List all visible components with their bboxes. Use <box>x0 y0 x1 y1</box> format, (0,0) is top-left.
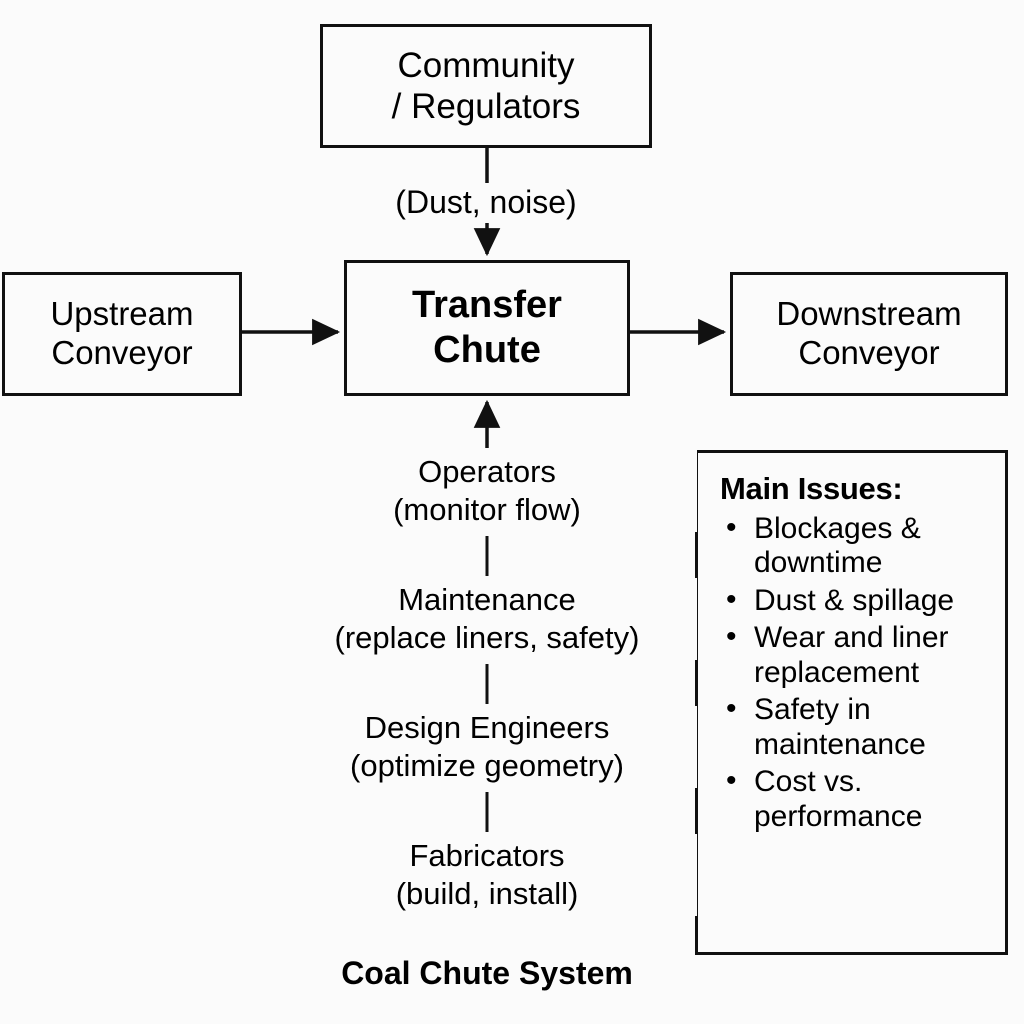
node-transfer-chute[interactable]: Transfer Chute <box>344 260 630 396</box>
node-community-regulators-label: Community / Regulators <box>391 45 581 126</box>
bullet-icon: • <box>726 692 737 726</box>
node-transfer-chute-label: Transfer Chute <box>412 284 562 371</box>
diagram-caption: Coal Chute System <box>341 955 633 991</box>
bullet-icon: • <box>726 510 737 544</box>
main-issues-item: • Wear and liner replacement <box>720 620 991 690</box>
bullet-icon: • <box>726 764 737 798</box>
node-upstream-conveyor-label: Upstream Conveyor <box>50 295 194 371</box>
stakeholder-fabricators: Fabricators (build, install) <box>277 834 697 916</box>
main-issues-item: • Blockages & downtime <box>720 510 991 581</box>
main-issues-item-label: Dust & spillage <box>754 583 955 617</box>
node-community-regulators[interactable]: Community / Regulators <box>320 24 652 148</box>
bullet-icon: • <box>726 582 737 616</box>
stakeholder-design-engineers: Design Engineers (optimize geometry) <box>277 706 697 788</box>
main-issues-item: • Safety in maintenance <box>720 692 991 762</box>
main-issues-item-label: Safety in maintenance <box>754 693 926 761</box>
main-issues-item: • Cost vs. performance <box>720 764 991 834</box>
stakeholder-operators: Operators (monitor flow) <box>277 450 697 532</box>
node-downstream-conveyor-label: Downstream Conveyor <box>776 295 962 371</box>
main-issues-title: Main Issues: <box>720 471 903 506</box>
stakeholder-maintenance: Maintenance (replace liners, safety) <box>277 578 697 660</box>
main-issues-item-label: Cost vs. performance <box>754 765 923 833</box>
main-issues-list: • Blockages & downtime • Dust & spillage • We… <box>720 510 991 835</box>
main-issues-item-label: Blockages & downtime <box>754 511 921 580</box>
main-issues-item-label: Wear and liner replacement <box>754 621 949 689</box>
bullet-icon: • <box>726 620 737 654</box>
edge-label-dust-noise: (Dust, noise) <box>330 183 642 223</box>
node-upstream-conveyor[interactable]: Upstream Conveyor <box>2 272 242 396</box>
main-issues-panel: Main Issues: • Blockages & downtime • Dust … <box>695 450 1008 955</box>
main-issues-item: • Dust & spillage <box>720 582 991 619</box>
node-downstream-conveyor[interactable]: Downstream Conveyor <box>730 272 1008 396</box>
